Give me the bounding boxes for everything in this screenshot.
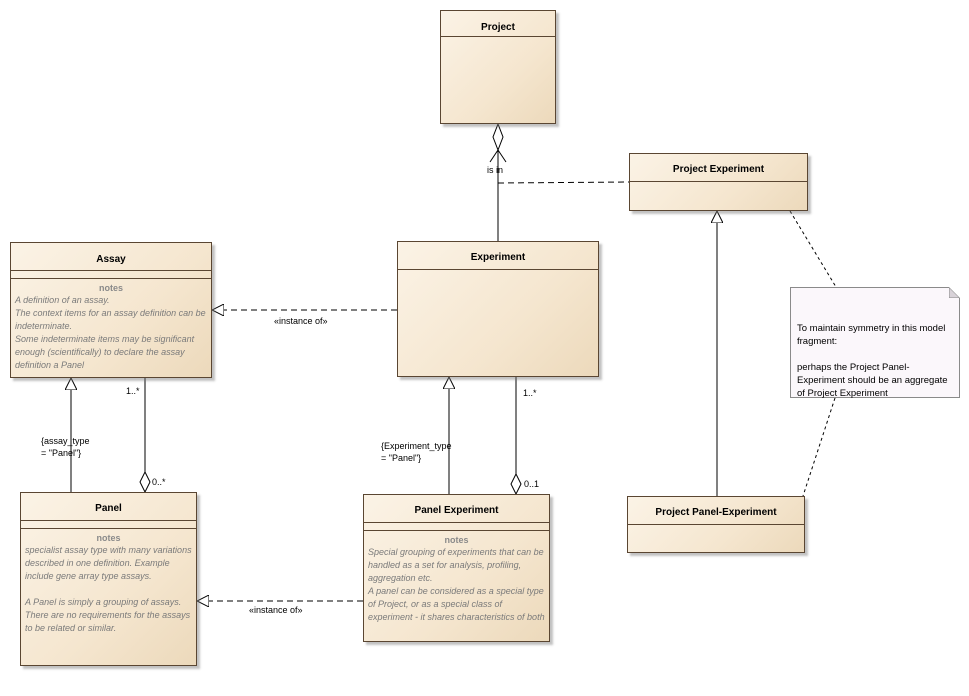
class-assay[interactable]: Assay notes A definition of an assay. Th… — [10, 242, 212, 378]
constraint-label: {assay_type = "Panel"} — [41, 436, 90, 458]
class-panel[interactable]: Panel notes specialist assay type with m… — [20, 492, 197, 666]
attributes-compartment — [21, 521, 196, 529]
notes-heading: notes — [444, 535, 469, 545]
is-in-label: is in — [487, 165, 504, 175]
diagram-note[interactable]: To maintain symmetry in this model fragm… — [790, 287, 960, 399]
class-experiment[interactable]: Experiment — [397, 241, 599, 377]
instance-of-label: «instance of» — [274, 316, 328, 326]
aggregation-project-experiment[interactable] — [489, 122, 507, 241]
class-project-experiment[interactable]: Project Experiment — [629, 153, 808, 211]
class-project[interactable]: Project — [440, 10, 556, 124]
aggregation-assay-panel[interactable] — [139, 378, 151, 494]
class-name: Project Panel-Experiment — [628, 497, 804, 525]
class-name: Assay — [11, 243, 211, 271]
constraint-label: {Experiment_type = "Panel"} — [381, 441, 452, 463]
notes-text: A definition of an assay. The context it… — [15, 295, 206, 370]
class-name: Experiment — [398, 242, 598, 270]
note-corner-fold — [949, 287, 960, 298]
multiplicity-label: 0..* — [152, 477, 166, 487]
attributes-compartment — [364, 523, 549, 531]
class-name: Panel Experiment — [364, 495, 549, 523]
instance-of-label: «instance of» — [249, 605, 303, 615]
class-project-panel-experiment[interactable]: Project Panel-Experiment — [627, 496, 805, 553]
notes-heading: notes — [96, 533, 121, 543]
aggregation-experiment-panelexp[interactable] — [510, 377, 522, 496]
class-name: Panel — [21, 493, 196, 521]
multiplicity-label: 0..1 — [524, 479, 540, 489]
note-text: To maintain symmetry in this model fragm… — [797, 323, 948, 399]
note-link-top[interactable] — [789, 210, 837, 288]
association-class-link[interactable] — [497, 181, 630, 184]
multiplicity-label: 1..* — [126, 386, 140, 396]
notes-heading: notes — [98, 283, 123, 293]
class-name: Project Experiment — [630, 154, 807, 182]
class-panel-experiment[interactable]: Panel Experiment notes Special grouping … — [363, 494, 550, 642]
notes-text: specialist assay type with many variatio… — [25, 545, 192, 633]
notes-text: Special grouping of experiments that can… — [368, 547, 545, 622]
note-link-bottom[interactable] — [802, 397, 836, 497]
attributes-compartment — [11, 271, 211, 279]
multiplicity-label: 1..* — [523, 388, 537, 398]
class-name: Project — [441, 11, 555, 37]
